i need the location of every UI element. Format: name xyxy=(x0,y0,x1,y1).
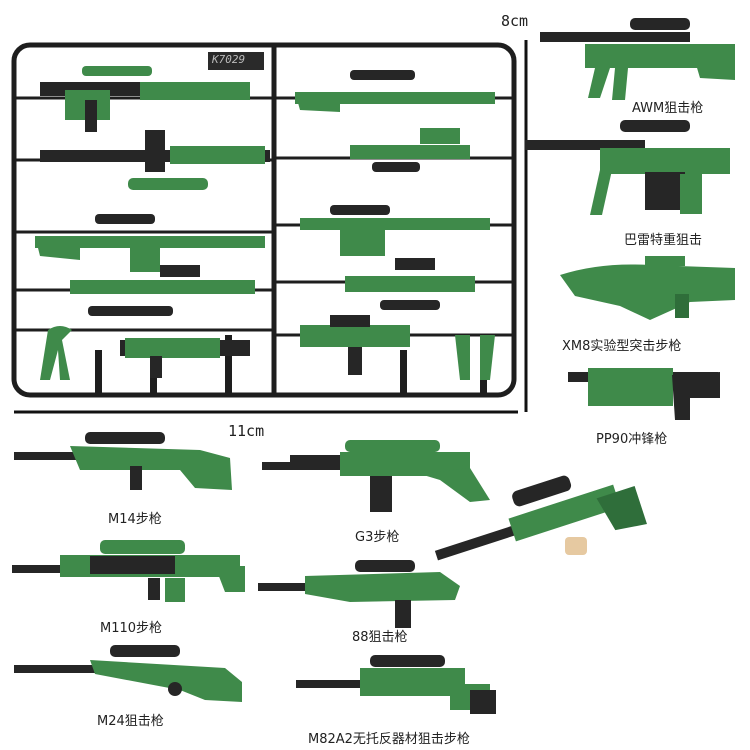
g3-label: G3步枪 xyxy=(355,530,400,545)
height-dimension-label: 8cm xyxy=(501,12,529,30)
pp90-label: PP90冲锋枪 xyxy=(596,432,668,447)
awm-label: AWM狙击枪 xyxy=(632,101,704,116)
m14-label: M14步枪 xyxy=(108,512,162,527)
sniper88-label: 88狙击枪 xyxy=(352,630,408,645)
m110-label: M110步枪 xyxy=(100,621,163,636)
width-dimension-label: 11cm xyxy=(228,422,265,440)
m82a2-label: M82A2无托反器材狙击步枪 xyxy=(308,732,470,747)
xm8-label: XM8实验型突击步枪 xyxy=(562,339,682,354)
barrett-label: 巴雷特重狙击 xyxy=(624,233,703,248)
m24-label: M24狙击枪 xyxy=(97,714,164,729)
sprue-code: K7029 xyxy=(212,53,246,66)
